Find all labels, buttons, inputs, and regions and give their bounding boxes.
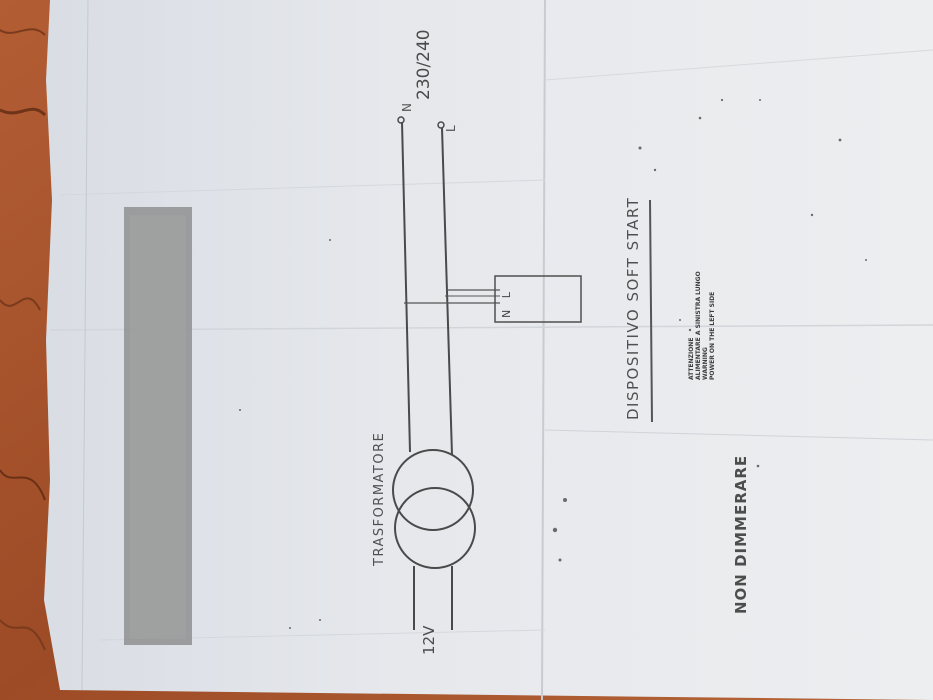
label-mains-voltage: 230/240 — [414, 29, 434, 100]
transformer-symbol — [392, 449, 476, 569]
label-soft-start-device: DISPOSITIVO SOFT START — [624, 196, 642, 420]
warning-line: ALIMENTARE A SINISTRA LUNGO — [695, 271, 702, 380]
warning-line: WARNING — [702, 347, 709, 380]
warning-stamp: ATTENZIONE ALIMENTARE A SINISTRA LUNGO W… — [688, 271, 716, 380]
grey-hatched-bar — [124, 207, 192, 645]
soft-start-device-box — [494, 275, 582, 323]
label-transformer: TRASFORMATORE — [372, 431, 387, 566]
label-terminal-n: N — [400, 103, 414, 112]
label-terminal-l: L — [444, 125, 458, 132]
label-12v: 12V — [420, 625, 438, 655]
warning-line: POWER ON THE LEFT SIDE — [709, 291, 716, 380]
label-non-dimmerare: NON DIMMERARE — [732, 454, 750, 614]
label-device-terminals: N L — [500, 288, 513, 318]
warning-line: ATTENZIONE — [688, 337, 695, 380]
